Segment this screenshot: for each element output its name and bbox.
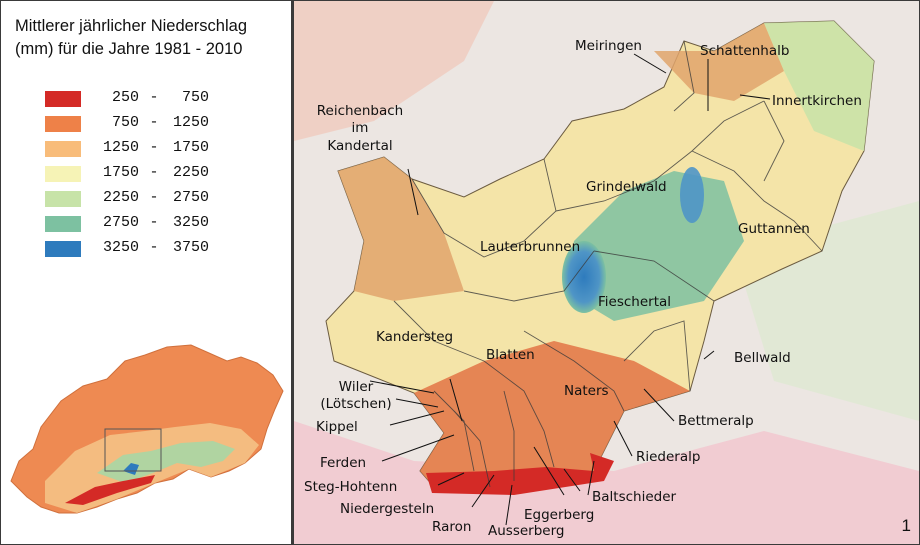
range-min: 1250	[102, 139, 139, 156]
panel-divider	[291, 1, 294, 544]
legend-row: 2750 - 3250	[45, 213, 275, 238]
legend-row: 1250 - 1750	[45, 138, 275, 163]
legend-row: 3250 - 3750	[45, 238, 275, 263]
zone-west-orange	[338, 157, 464, 301]
legend-swatch	[45, 191, 81, 207]
legend-range: 1250 - 1750	[99, 139, 269, 159]
zone-blue-north	[680, 167, 704, 223]
legend-swatch	[45, 166, 81, 182]
range-max: 1750	[172, 139, 209, 156]
municipality-labels: Meiringen Schattenhalb Innertkirchen Rei…	[304, 38, 862, 539]
background-dry-zone	[294, 1, 494, 141]
label-meiringen: Meiringen	[575, 38, 642, 54]
label-steg-hohtenn: Steg-Hohtenn	[304, 479, 397, 495]
legend-swatch	[45, 216, 81, 232]
zone-south-red	[426, 453, 614, 495]
background-south-zone	[294, 421, 919, 544]
range-dash: -	[149, 164, 159, 181]
legend: 250 - 750 750 - 1250 1250 - 1750	[45, 88, 275, 263]
range-max: 750	[181, 89, 209, 106]
range-min: 2250	[102, 189, 139, 206]
label-kandersteg: Kandersteg	[376, 329, 453, 345]
legend-row: 1750 - 2250	[45, 163, 275, 188]
legend-range: 750 - 1250	[99, 114, 269, 134]
label-lauterbrunnen: Lauterbrunnen	[480, 239, 580, 255]
precipitation-map: Meiringen Schattenhalb Innertkirchen Rei…	[294, 1, 919, 544]
zone-north-orange	[654, 23, 784, 101]
label-blatten: Blatten	[486, 347, 535, 363]
label-wiler-line1: Wiler	[339, 379, 374, 395]
legend-range: 2250 - 2750	[99, 189, 269, 209]
label-riederalp: Riederalp	[636, 449, 700, 465]
zone-blue-wet	[562, 241, 606, 313]
legend-title: Mittlerer jährlicher Niederschlag (mm) f…	[15, 17, 247, 58]
legend-swatch	[45, 91, 81, 107]
legend-range: 2750 - 3250	[99, 214, 269, 234]
range-min: 3250	[102, 239, 139, 256]
range-dash: -	[149, 189, 159, 206]
label-reichenbach-line1: Reichenbach	[317, 103, 404, 119]
inset-wet-zone	[123, 463, 139, 475]
range-max: 3250	[172, 214, 209, 231]
legend-swatch	[45, 116, 81, 132]
inset-dry-zone	[65, 475, 155, 505]
label-kippel: Kippel	[316, 419, 358, 435]
legend-swatch	[45, 241, 81, 257]
label-ausserberg: Ausserberg	[488, 523, 564, 539]
municipality-boundaries	[393, 40, 823, 488]
label-raron: Raron	[432, 519, 471, 535]
legend-range: 1750 - 2250	[99, 164, 269, 184]
range-min: 1750	[102, 164, 139, 181]
label-grindelwald: Grindelwald	[586, 179, 667, 195]
label-bettmeralp: Bettmeralp	[678, 413, 754, 429]
label-innertkirchen: Innertkirchen	[772, 93, 862, 109]
legend-range: 250 - 750	[99, 89, 269, 109]
range-max: 3750	[172, 239, 209, 256]
label-reichenbach-line3: Kandertal	[327, 138, 392, 154]
switzerland-inset-map	[10, 344, 284, 514]
range-max: 1250	[172, 114, 209, 131]
label-naters: Naters	[564, 383, 609, 399]
label-baltschieder: Baltschieder	[592, 489, 677, 505]
label-guttannen: Guttannen	[738, 221, 810, 237]
range-dash: -	[149, 139, 159, 156]
zone-green-east	[764, 21, 874, 151]
legend-row: 250 - 750	[45, 88, 275, 113]
label-niedergesteln: Niedergesteln	[340, 501, 434, 517]
range-max: 2250	[172, 164, 209, 181]
legend-row: 750 - 1250	[45, 113, 275, 138]
label-reichenbach-line2: im	[352, 120, 369, 136]
legend-row: 2250 - 2750	[45, 188, 275, 213]
range-max: 2750	[172, 189, 209, 206]
legend-range: 3250 - 3750	[99, 239, 269, 259]
legend-swatch	[45, 141, 81, 157]
range-min: 250	[111, 89, 139, 106]
range-min: 2750	[102, 214, 139, 231]
leader-lines	[369, 53, 771, 526]
range-dash: -	[149, 114, 159, 131]
range-dash: -	[149, 89, 159, 106]
range-min: 750	[111, 114, 139, 131]
label-bellwald: Bellwald	[734, 350, 791, 366]
range-dash: -	[149, 214, 159, 231]
label-eggerberg: Eggerberg	[524, 507, 594, 523]
inset-study-area-box	[104, 428, 162, 472]
legend-panel: Mittlerer jährlicher Niederschlag (mm) f…	[1, 1, 291, 544]
range-dash: -	[149, 239, 159, 256]
label-wiler-line2: (Lötschen)	[320, 396, 391, 412]
label-ferden: Ferden	[320, 455, 366, 471]
label-schattenhalb: Schattenhalb	[700, 43, 789, 59]
figure-number: 1	[901, 516, 911, 535]
label-fieschertal: Fieschertal	[598, 294, 671, 310]
